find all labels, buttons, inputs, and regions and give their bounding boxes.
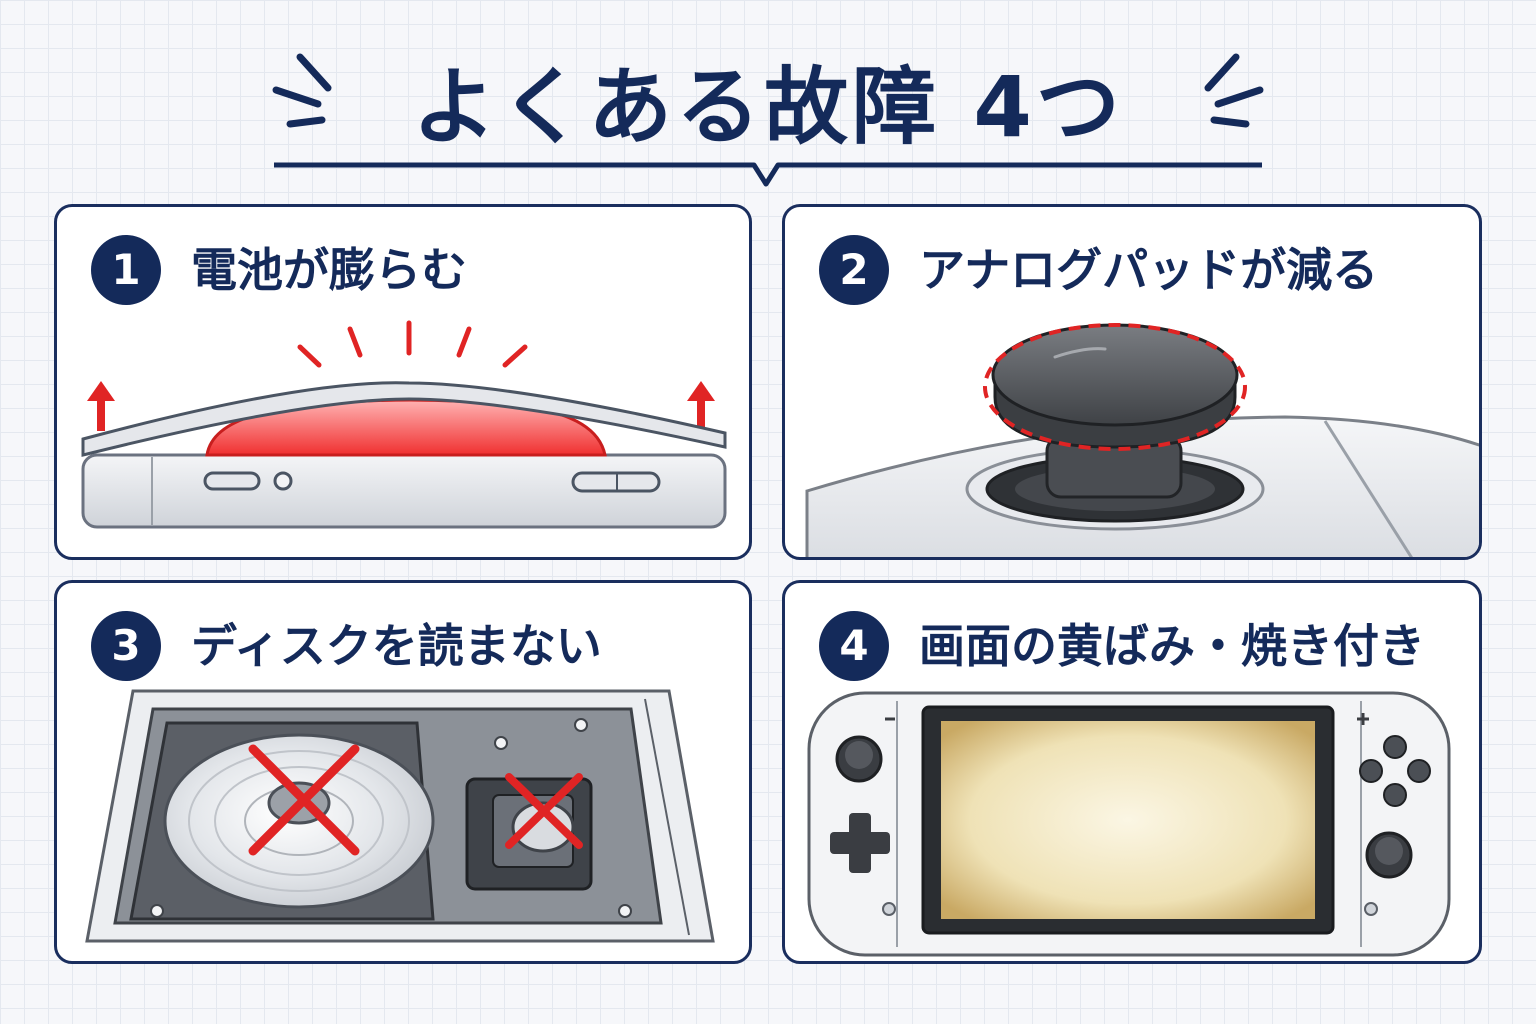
card-number: 2 <box>819 235 889 305</box>
worn-outline-icon <box>983 323 1247 451</box>
title-decoration <box>272 53 1264 187</box>
swollen-battery-illustration <box>81 320 727 529</box>
card-title: ディスクを読まない <box>191 619 602 673</box>
card-title: アナログパッドが減る <box>919 243 1379 297</box>
arrow-up-icon <box>87 381 715 431</box>
card-number: 4 <box>819 611 889 681</box>
face-buttons-icon <box>1359 735 1431 807</box>
disc-drive-illustration <box>85 689 715 943</box>
card-title: 電池が膨らむ <box>191 243 467 297</box>
card-worn-analog-stick: 2 アナログパッドが減る <box>782 204 1482 560</box>
warning-rays-icon <box>297 320 528 368</box>
card-title: 画面の黄ばみ・焼き付き <box>919 619 1425 673</box>
card-number: 3 <box>91 611 161 681</box>
worn-analog-stick-illustration <box>805 323 1479 557</box>
card-disc-drive-failure: 3 ディスクを読まない <box>54 580 752 964</box>
yellowed-screen-icon <box>941 721 1315 919</box>
error-x-icon <box>248 744 360 856</box>
card-yellowed-screen: 4 画面の黄ばみ・焼き付き <box>782 580 1482 964</box>
console-illustration <box>807 691 1451 957</box>
dpad-icon <box>830 813 890 873</box>
page-title: よくある故障 4つ <box>412 58 1124 156</box>
card-number: 1 <box>91 235 161 305</box>
card-swollen-battery: 1 電池が膨らむ <box>54 204 752 560</box>
error-x-icon <box>505 773 583 849</box>
